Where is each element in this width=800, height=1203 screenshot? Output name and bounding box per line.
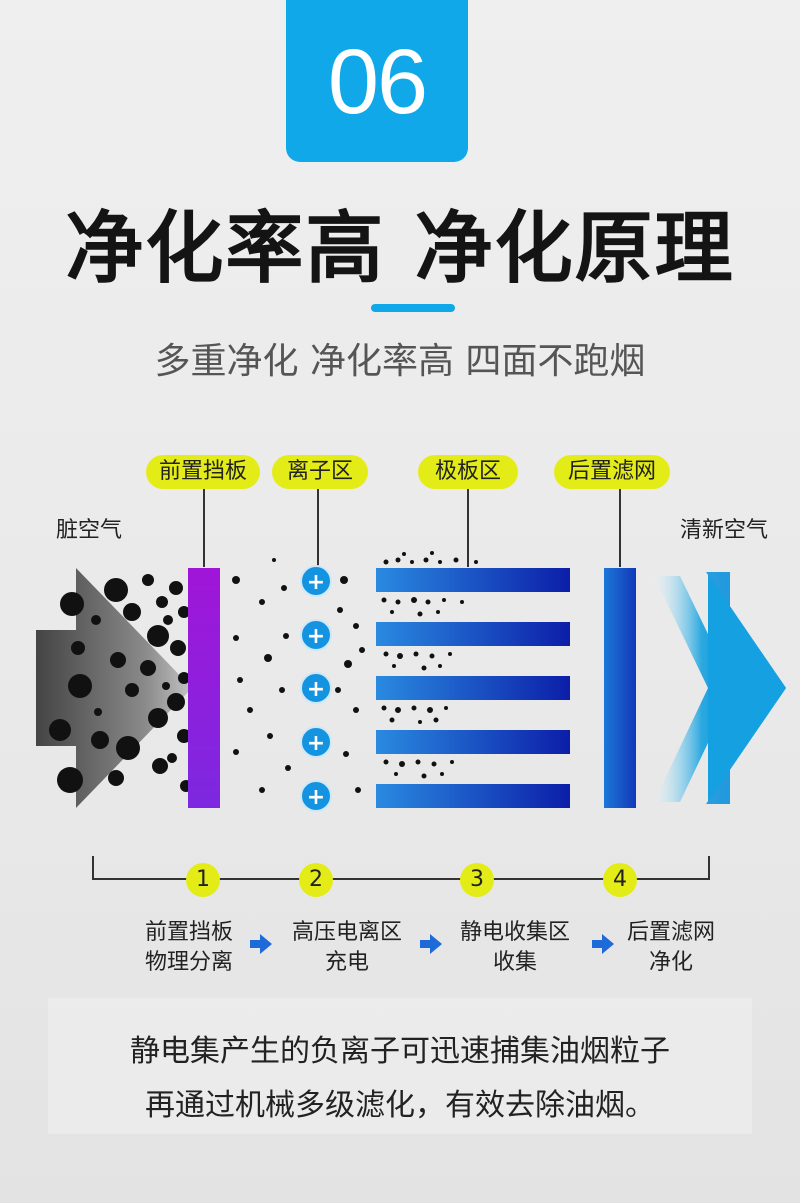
ion-plus-symbol: + xyxy=(307,570,325,595)
purification-diagram: + + + + + xyxy=(36,551,786,812)
collector-plates xyxy=(376,568,570,808)
step-title: 高压电离区 xyxy=(291,920,402,945)
step-text-3: 静电收集区 收集 xyxy=(440,918,590,978)
small-particles xyxy=(232,558,365,793)
step-text-1: 前置挡板 物理分离 xyxy=(114,918,264,978)
ion-emitter: + xyxy=(300,619,332,651)
tag-pre-filter: 前置挡板 xyxy=(146,455,260,489)
leader-line-pre-filter xyxy=(203,489,205,567)
collector-plate xyxy=(376,568,570,592)
step-title: 前置挡板 xyxy=(144,920,233,945)
collector-plate xyxy=(376,784,570,808)
ion-emitters: + + + + + xyxy=(300,565,332,812)
captured-particles xyxy=(381,551,478,779)
step-desc: 净化 xyxy=(648,950,693,975)
ion-emitter: + xyxy=(300,565,332,597)
rear-filter-plate xyxy=(604,568,636,808)
dirty-air-label: 脏空气 xyxy=(56,518,123,543)
leader-line-rear-filter xyxy=(619,489,621,567)
ion-plus-symbol: + xyxy=(307,624,325,649)
step-text-2: 高压电离区 充电 xyxy=(272,918,422,978)
ion-emitter: + xyxy=(300,780,332,812)
tag-plate-zone: 极板区 xyxy=(418,455,518,489)
step-number-1: 1 xyxy=(186,863,220,897)
step-text-4: 后置滤网 净化 xyxy=(596,918,746,978)
collector-plate xyxy=(376,622,570,646)
ion-plus-symbol: + xyxy=(307,677,325,702)
step-desc: 收集 xyxy=(492,950,537,975)
step-title: 后置滤网 xyxy=(626,920,715,945)
page-subtitle: 多重净化 净化率高 四面不跑烟 xyxy=(154,341,646,382)
tag-ion-zone: 离子区 xyxy=(272,455,368,489)
page-title: 净化率高 净化原理 xyxy=(65,204,735,294)
pre-filter-plate xyxy=(188,568,220,808)
arrow-right-icon xyxy=(420,934,442,954)
step-badge: 06 xyxy=(286,0,468,162)
ion-plus-symbol: + xyxy=(307,785,325,810)
tag-rear-filter: 后置滤网 xyxy=(554,455,670,489)
description-line-2: 再通过机械多级滤化，有效去除油烟。 xyxy=(145,1088,655,1123)
step-title: 静电收集区 xyxy=(459,920,570,945)
step-number-3: 3 xyxy=(460,863,494,897)
ion-plus-symbol: + xyxy=(307,731,325,756)
collector-plate xyxy=(376,730,570,754)
arrow-right-icon xyxy=(250,934,272,954)
steps-bracket xyxy=(92,856,710,880)
dirty-air-arrow xyxy=(36,568,192,808)
ion-emitter: + xyxy=(300,672,332,704)
arrow-right-icon xyxy=(592,934,614,954)
step-desc: 物理分离 xyxy=(144,950,233,975)
description-panel xyxy=(48,998,752,1134)
step-desc: 充电 xyxy=(324,950,369,975)
collector-plate xyxy=(376,676,570,700)
description-line-1: 静电集产生的负离子可迅速捕集油烟粒子 xyxy=(130,1034,670,1069)
clean-air-label: 清新空气 xyxy=(680,518,769,543)
step-number-4: 4 xyxy=(603,863,637,897)
title-underline xyxy=(371,304,455,312)
ion-emitter: + xyxy=(300,726,332,758)
dirty-particles xyxy=(49,574,192,793)
step-number-2: 2 xyxy=(299,863,333,897)
badge-number: 06 xyxy=(327,31,428,133)
leader-line-ion-zone xyxy=(317,489,319,567)
leader-line-plate-zone xyxy=(467,489,469,567)
clean-air-arrow-head xyxy=(708,574,786,802)
